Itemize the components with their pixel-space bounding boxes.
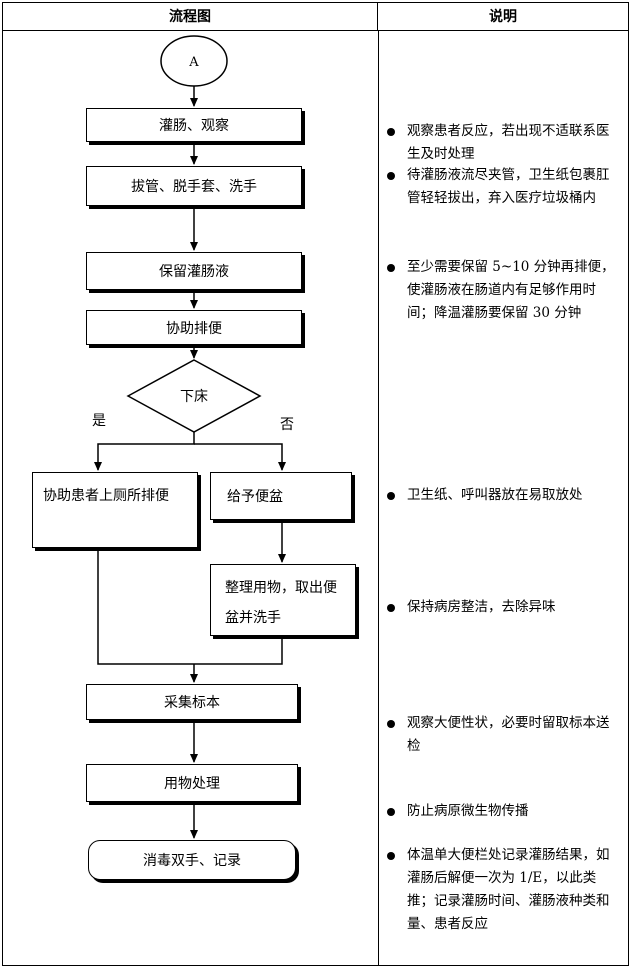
step-disinfect-record: 消毒双手、记录	[88, 840, 296, 880]
note-item: 至少需要保留 5~10 分钟再排便，使灌肠液在肠道内有足够作用时间；降温灌肠要保…	[383, 256, 621, 325]
bullet-icon	[387, 808, 395, 816]
branch-no-label: 否	[280, 417, 294, 433]
step-assist-toilet: 协助患者上厕所排便	[32, 472, 198, 548]
step-enema-observe: 灌肠、观察	[86, 108, 302, 142]
connector-a-circle	[160, 35, 228, 87]
step-tidy-up: 整理用物，取出便盆并洗手	[210, 564, 356, 636]
note-item: 观察患者反应，若出现不适联系医生及时处理	[383, 120, 621, 166]
column-divider	[378, 31, 379, 965]
step-collect-specimen: 采集标本	[86, 684, 298, 720]
bullet-icon	[387, 128, 395, 136]
step-remove-tube: 拔管、脱手套、洗手	[86, 166, 302, 206]
note-item: 防止病原微生物传播	[383, 800, 621, 823]
note-item: 待灌肠液流尽夹管，卫生纸包裹肛管轻轻拔出，弃入医疗垃圾桶内	[383, 164, 621, 210]
merge-line	[97, 548, 283, 665]
bullet-icon	[387, 172, 395, 180]
step-disposal: 用物处理	[86, 764, 298, 802]
note-item: 卫生纸、呼叫器放在易取放处	[383, 484, 621, 507]
bullet-icon	[387, 852, 395, 860]
bullet-icon	[387, 604, 395, 612]
connector-a-label: A	[188, 55, 199, 70]
step-retain-solution: 保留灌肠液	[86, 252, 302, 290]
step-assist-defecation: 协助排便	[86, 310, 302, 345]
decision-label: 下床	[180, 389, 208, 405]
bullet-icon	[387, 264, 395, 272]
step-give-bedpan: 给予便盆	[210, 472, 352, 520]
yes-branch-line	[94, 432, 195, 471]
no-branch-line	[194, 443, 286, 471]
bullet-icon	[387, 720, 395, 728]
note-item: 观察大便性状，必要时留取标本送检	[383, 712, 621, 758]
note-item: 体温单大便栏处记录灌肠结果，如灌肠后解便一次为 1/E，以此类推；记录灌肠时间、…	[383, 844, 621, 936]
notes-column-header: 说明	[378, 3, 628, 31]
bullet-icon	[387, 492, 395, 500]
note-item: 保持病房整洁，去除异味	[383, 596, 621, 619]
flowchart-column-header: 流程图	[3, 3, 378, 31]
branch-yes-label: 是	[92, 413, 106, 429]
